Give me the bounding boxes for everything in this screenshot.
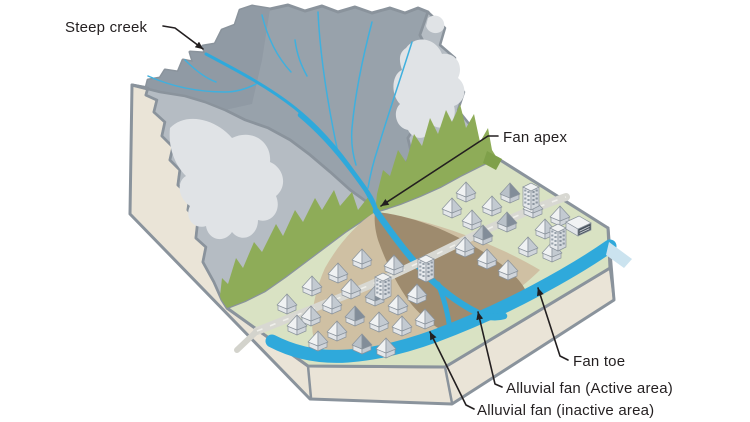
tributary-creek [147,75,257,93]
block-corner-edge [608,267,616,300]
apartment-icon [374,272,392,301]
apartment-icon [417,254,435,283]
terrain-block [128,3,632,406]
label-fan-apex: Fan apex [503,129,567,146]
road-stub [234,328,260,353]
apartment-icon [522,182,540,211]
alluvial-fan-active [374,212,526,333]
leader-arrow-fan-toe [537,287,569,361]
annotations: Steep creek Fan apex Fan toe Alluvial fa… [65,19,673,419]
label-alluvial-inactive: Alluvial fan (inactive area) [477,402,654,419]
block-corner-edge [443,366,454,404]
leader-arrow-active [476,311,503,388]
tributary-creek [317,11,338,149]
label-fan-toe: Fan toe [573,353,625,370]
vegetation-fringe-left [220,190,375,308]
leader-arrow-fan-apex [380,135,499,207]
tributary-creek [350,21,373,166]
river-spill [606,242,632,268]
tributary-creek [184,59,217,83]
label-steep-creek: Steep creek [65,19,148,36]
leader-arrow-steep-creek [162,25,204,50]
drainage-basin-shade [132,6,270,110]
tributary-creek [261,14,292,73]
leader-arrow-inactive [429,331,475,410]
block-corner-edge [306,365,313,399]
snow-patch [169,118,284,240]
apartment-icon [549,223,567,252]
vegetation-fringe-right [375,104,497,212]
label-alluvial-active: Alluvial fan (Active area) [506,380,673,397]
fan-creek [372,207,508,321]
vegetation-dark-patch [483,151,502,170]
tributary-creek [294,39,308,77]
snow-patch [426,15,445,34]
tributary-creek [367,41,413,189]
steep-creek-path-lower [297,112,379,214]
fan-creek-branch [435,281,453,333]
steep-creek-network [147,11,413,214]
